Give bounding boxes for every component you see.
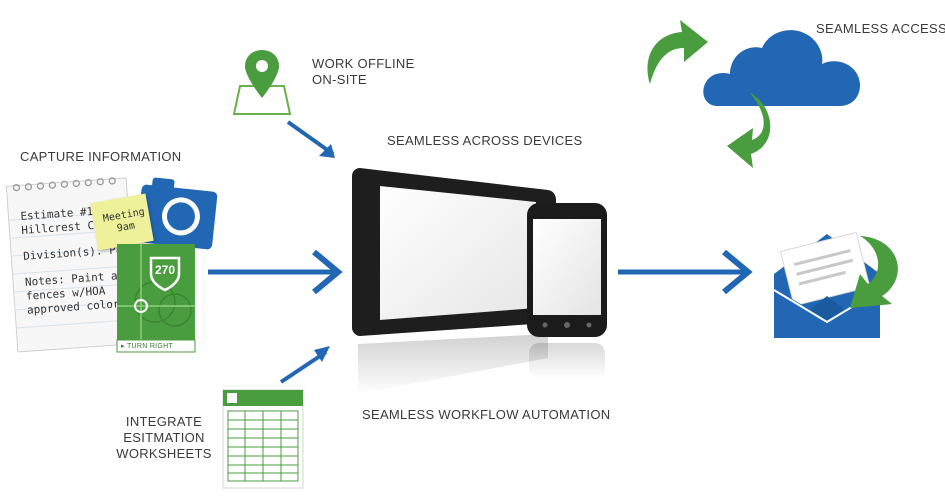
seamless-access-label: SEAMLESS ACCESS [816,21,945,36]
arrow-capture-to-devices [208,249,343,295]
map-shield-number: 270 [154,263,176,277]
camera-icon [136,177,218,250]
sync-arrow-bottom-icon [727,92,771,168]
map-direction-label: TURN RIGHT [126,343,174,350]
sync-arrow-top-icon [647,20,708,84]
map-card [116,244,196,353]
arrow-offline-to-devices [286,120,335,158]
spreadsheet-icon [222,389,304,489]
tablet-device [352,168,556,394]
map-direction-text: ▸ TURN RIGHT [121,342,173,350]
arrow-worksheet-to-devices [279,346,330,384]
email-envelope-icon [773,232,898,338]
phone-device [527,203,607,379]
work-offline-label: WORK OFFLINE ON-SITE [312,56,415,87]
capture-information-label: CAPTURE INFORMATION [20,149,182,164]
workflow-automation-label: SEAMLESS WORKFLOW AUTOMATION [362,407,611,422]
integrate-worksheets-label: INTEGRATE ESITMATION WORKSHEETS [116,414,212,461]
seamless-devices-label: SEAMLESS ACROSS DEVICES [387,133,583,148]
direction-arrow-icon: ▸ [121,343,127,350]
cloud-icon [703,30,860,106]
arrow-devices-to-email [618,249,753,295]
location-pin-icon [232,50,292,115]
